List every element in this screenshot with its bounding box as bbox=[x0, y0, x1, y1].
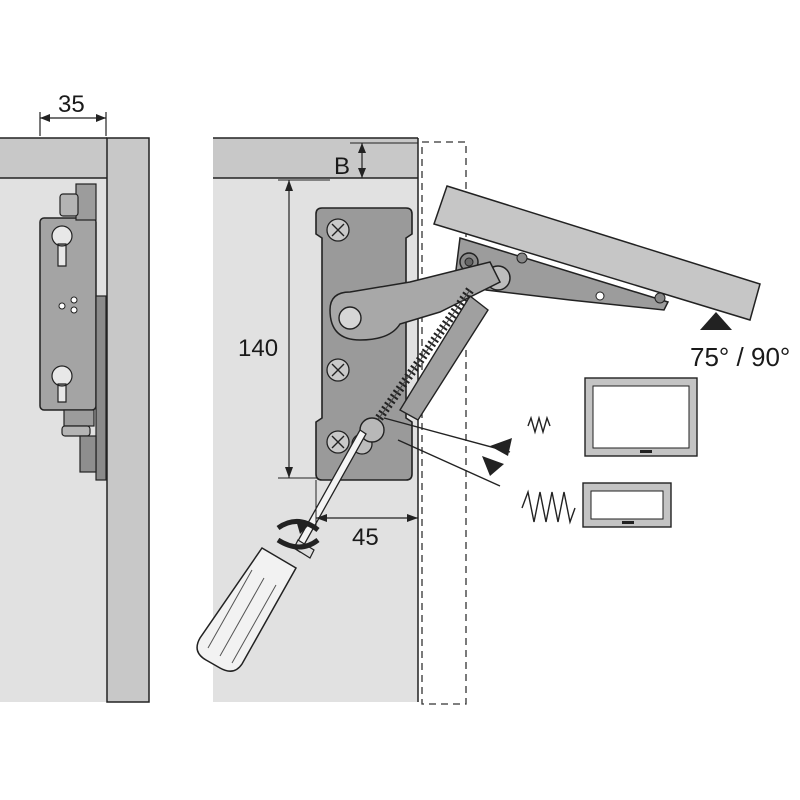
right-cabinet-top bbox=[213, 138, 418, 178]
closed-flap-outline bbox=[421, 141, 467, 705]
weak-spring-icon bbox=[527, 415, 551, 435]
open-flap bbox=[433, 185, 761, 321]
spring-strength-legend bbox=[521, 377, 698, 528]
spring-assembly bbox=[359, 287, 489, 443]
top-thickness-dimension: B bbox=[334, 142, 418, 180]
height-dimension-label: 140 bbox=[238, 335, 278, 362]
right-main-view: B 140 bbox=[196, 137, 790, 705]
left-cabinet-top bbox=[0, 138, 107, 178]
depth-dimension-label: 45 bbox=[352, 524, 379, 551]
opening-angle-label: 75° / 90° bbox=[690, 342, 790, 372]
left-side-view: 35 bbox=[0, 91, 150, 703]
left-mounting-plate bbox=[39, 183, 107, 481]
top-thickness-label: B bbox=[334, 153, 350, 180]
screw-bottom-icon bbox=[326, 430, 350, 454]
flap-bracket bbox=[455, 237, 670, 311]
screw-top-icon bbox=[326, 218, 350, 242]
left-front-panel bbox=[106, 137, 150, 703]
rotation-arrow-icon bbox=[276, 519, 320, 550]
screw-middle-icon bbox=[326, 358, 350, 382]
height-dimension: 140 bbox=[238, 179, 330, 479]
width-dimension: 35 bbox=[39, 91, 107, 136]
width-dimension-label: 35 bbox=[58, 91, 85, 118]
adjustment-direction-arrows bbox=[383, 417, 512, 487]
opening-angle-indicator: 75° / 90° bbox=[690, 312, 790, 372]
depth-dimension: 45 bbox=[315, 480, 418, 551]
strong-spring-icon bbox=[521, 489, 576, 525]
lever-arm bbox=[329, 261, 502, 341]
